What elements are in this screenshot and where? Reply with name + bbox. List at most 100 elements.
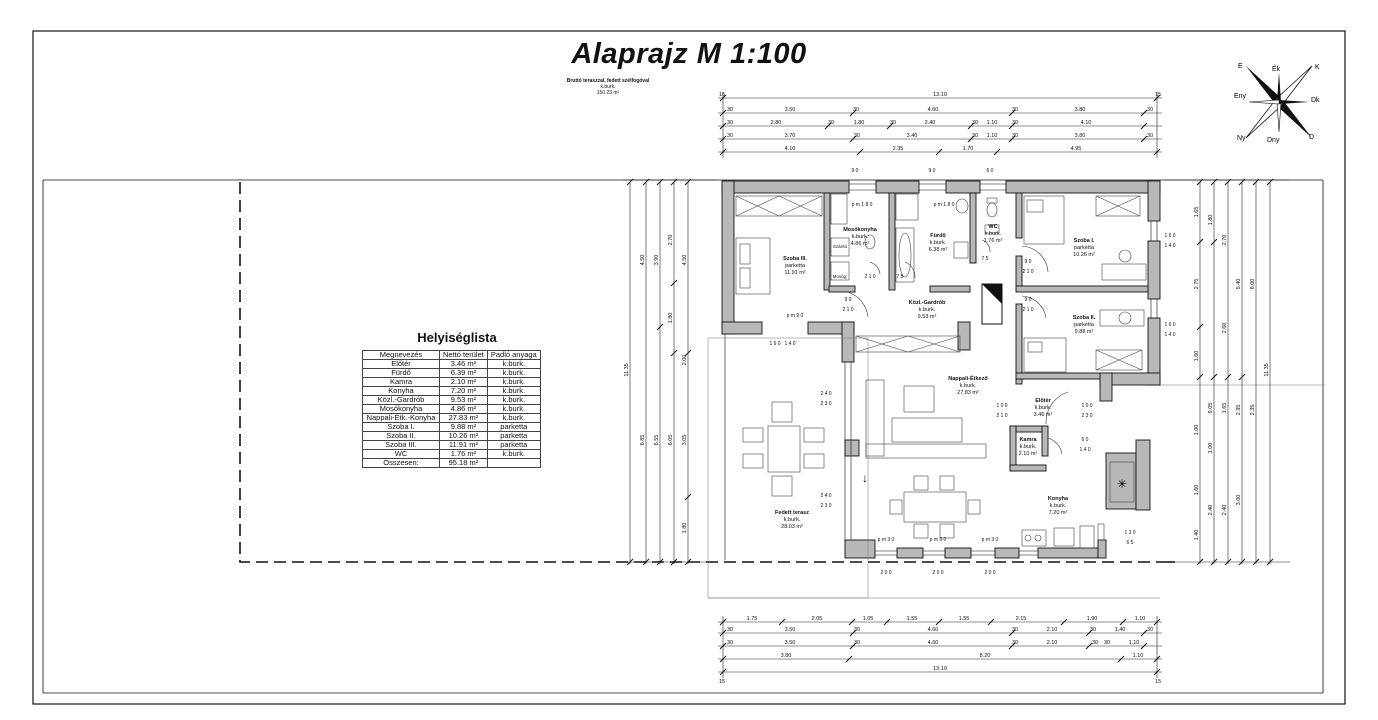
outer-frame xyxy=(32,30,1346,705)
room-wc-floor: k.burk. xyxy=(985,231,1002,237)
dim-top-r3-w2: 30 xyxy=(854,133,860,139)
right-dimension-labels: 1.65 1.80 2.70 5.40 6.00 2.75 2.60 1.60 … xyxy=(1194,207,1270,541)
dim-bot-total: 13.10 xyxy=(933,666,947,672)
room-list-floor: k.burk. xyxy=(486,449,541,459)
dim-right-10: 1.65 xyxy=(1222,403,1228,414)
dim-bot-r1-h: 1.10 xyxy=(1135,616,1146,622)
room-kamra-floor: k.burk. xyxy=(1020,444,1037,450)
dim-top-r2-e: 4.10 xyxy=(1081,120,1092,126)
dim-bot-r2-a: 3.50 xyxy=(785,627,796,633)
dim-bot-r3-w1: 30 xyxy=(727,640,733,646)
dim-bot-r3-a: 3.50 xyxy=(785,640,796,646)
opening-130-65-2: 6 5 xyxy=(1127,540,1134,546)
dim-right-17: 2.40 xyxy=(1222,505,1228,516)
dim-bot-r2-w1: 30 xyxy=(727,627,733,633)
dim-left-3: 6.05 xyxy=(668,435,674,446)
top-dimension-ticks xyxy=(719,94,1161,156)
fixture-szarito: Szárító xyxy=(833,244,848,249)
dim-bot-r4-c: 1.10 xyxy=(1133,653,1144,659)
dim-right-16: 2.40 xyxy=(1208,505,1214,516)
room-szoba1-floor: parketta xyxy=(1074,245,1095,251)
dim-left-5: 1.80 xyxy=(682,523,688,534)
dim-top-r1-c: 3.80 xyxy=(1075,107,1086,113)
room-list-total-row: Összesen:95.18 m² xyxy=(362,458,541,468)
right-dimension-ticks xyxy=(1196,178,1274,566)
dim-top-r1-a: 3.50 xyxy=(785,107,796,113)
dim-right-9: 9.05 xyxy=(1208,403,1214,414)
room-szoba1-area: 10.26 m² xyxy=(1073,252,1095,258)
room-moso-area: 4.86 m² xyxy=(851,241,870,247)
opening-90-60-b1: 9 0 xyxy=(929,168,936,174)
dim-right-4: 6.00 xyxy=(1250,279,1256,290)
room-list-total-label: Összesen: xyxy=(362,458,440,468)
opening-90-60-a1: 9 0 xyxy=(852,168,859,174)
dim-top-total: 13.10 xyxy=(933,92,947,98)
opening-pm180-b: p m 1 8 0 xyxy=(934,202,955,208)
dim-bot-r1-e: 1.55 xyxy=(959,616,970,622)
opening-100-210-2: 2 1 0 xyxy=(996,413,1007,419)
dim-top-r1-b: 4.60 xyxy=(928,107,939,113)
dim-right-12: 2.35 xyxy=(1250,405,1256,416)
dim-bot-r4-b: 8.20 xyxy=(980,653,991,659)
opening-100-210-1: 1 0 0 xyxy=(996,403,1007,409)
dim-top-r4-c: 1.70 xyxy=(963,146,974,152)
dim-top-r2-b: 1.80 xyxy=(854,120,865,126)
top-dimension-labels: 13.10 15 15 3.50 4.60 3.80 30 30 30 30 2… xyxy=(719,92,1161,152)
opening-160-140-c2: 1 4 0 xyxy=(784,341,795,347)
dim-right-1: 1.80 xyxy=(1208,215,1214,226)
room-list-total-floor xyxy=(486,458,541,468)
walls xyxy=(721,180,1161,559)
dim-right-6: 2.60 xyxy=(1222,323,1228,334)
dim-bot-r3-w2: 30 xyxy=(854,640,860,646)
kitchen-star-icon: ✳ xyxy=(1117,477,1127,491)
dim-top-r3-d: 3.80 xyxy=(1075,133,1086,139)
room-list-table: Megnevezés Nettó terület Padló anyaga El… xyxy=(362,350,541,468)
bottom-dimension-ticks xyxy=(719,618,1161,676)
dim-right-18: 3.00 xyxy=(1236,495,1242,506)
opening-210-a: 2 1 0 xyxy=(864,274,875,280)
dim-top-r2-w2: 30 xyxy=(828,120,834,126)
room-wc-area: 1.76 m² xyxy=(984,238,1003,244)
compass-rose: E Ék K Eny Dk Ny Dny D xyxy=(1234,63,1320,144)
dim-top-r3-b: 3.40 xyxy=(907,133,918,139)
opening-pm30-a: p m 3 0 xyxy=(878,537,895,543)
dim-top-r3-w3: 30 xyxy=(972,133,978,139)
dim-left-0: 11.35 xyxy=(624,363,630,376)
dim-top-r2-w3: 30 xyxy=(890,120,896,126)
compass-dk: Dk xyxy=(1311,97,1320,104)
room-szoba2-area: 9.88 m² xyxy=(1075,329,1094,335)
terrace-gross-note: Bruttó teraszzal, fedett szélfogóval k.b… xyxy=(548,78,668,96)
opening-200-a: 2 0 0 xyxy=(880,570,891,576)
dim-bot-r2-w4: 30 xyxy=(1090,627,1096,633)
drawing-title: Alaprajz M 1:100 xyxy=(571,38,807,70)
dim-top-r1-w2: 30 xyxy=(853,107,859,113)
opening-100-230-1: 1 0 0 xyxy=(1081,403,1092,409)
opening-75-b: 7 5 xyxy=(982,256,989,262)
opening-160-140-b1: 1 6 0 xyxy=(1164,322,1175,328)
room-szoba2-name: Szoba II. xyxy=(1073,315,1096,321)
compass-e: E xyxy=(1238,63,1243,70)
room-nappali-area: 27.83 m² xyxy=(957,390,979,396)
opening-90-210-b1: 9 0 xyxy=(1025,259,1032,265)
opening-pm30-c: p m 3 0 xyxy=(982,537,999,543)
terrace-note-line3: 150.23 m² xyxy=(596,90,620,96)
room-konyha-area: 7.20 m² xyxy=(1049,510,1068,516)
opening-200-c: 2 0 0 xyxy=(984,570,995,576)
room-szoba3-name: Szoba III. xyxy=(783,256,807,262)
dim-top-r1-w4: 30 xyxy=(1147,107,1153,113)
dim-bot-r2-c: 2.10 xyxy=(1047,627,1058,633)
room-konyha-floor: k.burk. xyxy=(1050,503,1067,509)
opening-100-230-2: 2 3 0 xyxy=(1081,413,1092,419)
opening-240-230-a1: 2 4 0 xyxy=(820,391,831,397)
dim-bot-r1-a: 1.75 xyxy=(747,616,758,622)
fixture-mosogep: Mosóg. xyxy=(833,274,848,279)
room-list-total-area: 95.18 m² xyxy=(439,458,488,468)
dim-bot-r3-d: 1.10 xyxy=(1129,640,1140,646)
room-terasz-floor: k.burk. xyxy=(784,517,801,523)
opening-pm180-a: p m 1 8 0 xyxy=(852,202,873,208)
dim-top-r2-w4: 30 xyxy=(972,120,978,126)
opening-160-140-b2: 1 4 0 xyxy=(1164,332,1175,338)
dim-bot-r1-f: 2.15 xyxy=(1016,616,1027,622)
room-terasz-name: Fedett terasz xyxy=(775,510,809,516)
